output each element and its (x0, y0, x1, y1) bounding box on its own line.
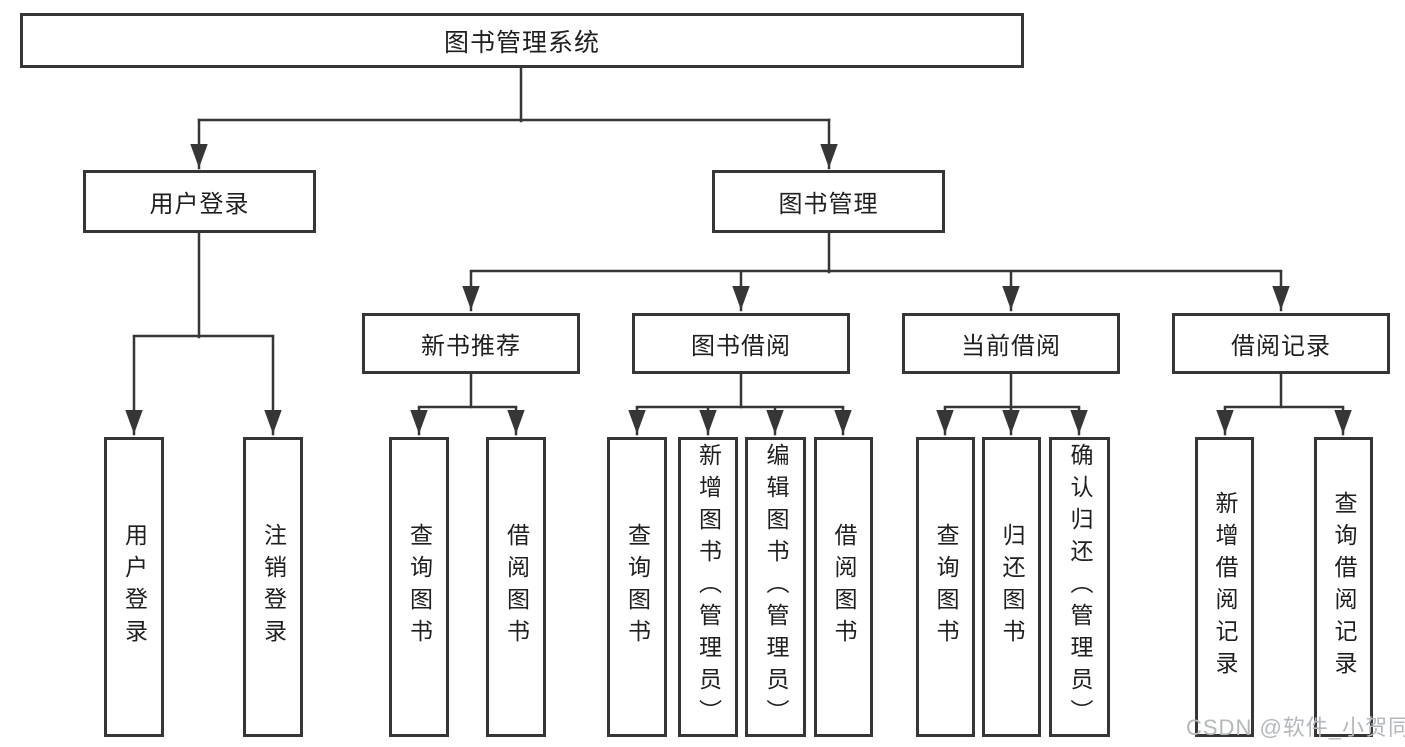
leaf-label: 新增借阅记录 (1212, 491, 1238, 683)
leaf-bb-borrow-books: 借阅图书 (814, 437, 873, 737)
node-book-management: 图书管理 (712, 170, 945, 233)
watermark: CSDN @软件_小贺同学 (1186, 715, 1405, 740)
leaf-logout-login: 注销登录 (243, 437, 303, 737)
node-borrowing-records: 借阅记录 (1172, 313, 1390, 374)
node-label: 当前借阅 (961, 333, 1061, 360)
leaf-label: 借阅图书 (503, 523, 530, 651)
leaf-label: 查询图书 (624, 523, 651, 651)
leaf-label: 注销登录 (260, 523, 287, 651)
node-label: 图书管理 (778, 191, 879, 218)
leaf-label: 查询图书 (406, 523, 433, 651)
node-current-borrowing: 当前借阅 (902, 313, 1120, 374)
leaf-bb-edit-books-admin: 编辑图书（管理员） (745, 437, 806, 737)
leaf-label: 确认归还（管理员） (1067, 443, 1093, 731)
leaf-label: 查询图书 (933, 523, 959, 651)
leaf-label: 新增图书（管理员） (695, 443, 722, 731)
leaf-nbr-query-books: 查询图书 (389, 437, 449, 737)
leaf-cb-return-books: 归还图书 (982, 437, 1041, 737)
leaf-user-login: 用户登录 (104, 437, 164, 737)
leaf-nbr-borrow-books: 借阅图书 (486, 437, 546, 737)
leaf-label: 归还图书 (999, 523, 1025, 651)
node-label: 用户登录 (149, 191, 250, 218)
node-root-library-management-system: 图书管理系统 (20, 13, 1024, 68)
leaf-label: 编辑图书（管理员） (763, 443, 789, 731)
node-label: 图书管理系统 (443, 28, 600, 57)
leaf-label: 借阅图书 (831, 523, 857, 651)
node-label: 新书推荐 (421, 333, 521, 360)
leaf-label: 用户登录 (121, 523, 148, 651)
leaf-br-query-borrow-record: 查询借阅记录 (1314, 437, 1373, 737)
node-new-book-recommendation: 新书推荐 (362, 313, 580, 374)
leaf-br-add-borrow-record: 新增借阅记录 (1195, 437, 1254, 737)
node-user-login: 用户登录 (83, 170, 316, 233)
node-book-borrowing: 图书借阅 (632, 313, 850, 374)
leaf-label: 查询借阅记录 (1331, 491, 1357, 683)
leaf-bb-query-books: 查询图书 (607, 437, 667, 737)
leaf-bb-add-books-admin: 新增图书（管理员） (678, 437, 738, 737)
node-label: 借阅记录 (1231, 333, 1331, 360)
leaf-cb-confirm-return-admin: 确认归还（管理员） (1049, 437, 1110, 737)
leaf-cb-query-books: 查询图书 (916, 437, 975, 737)
node-label: 图书借阅 (691, 333, 791, 360)
